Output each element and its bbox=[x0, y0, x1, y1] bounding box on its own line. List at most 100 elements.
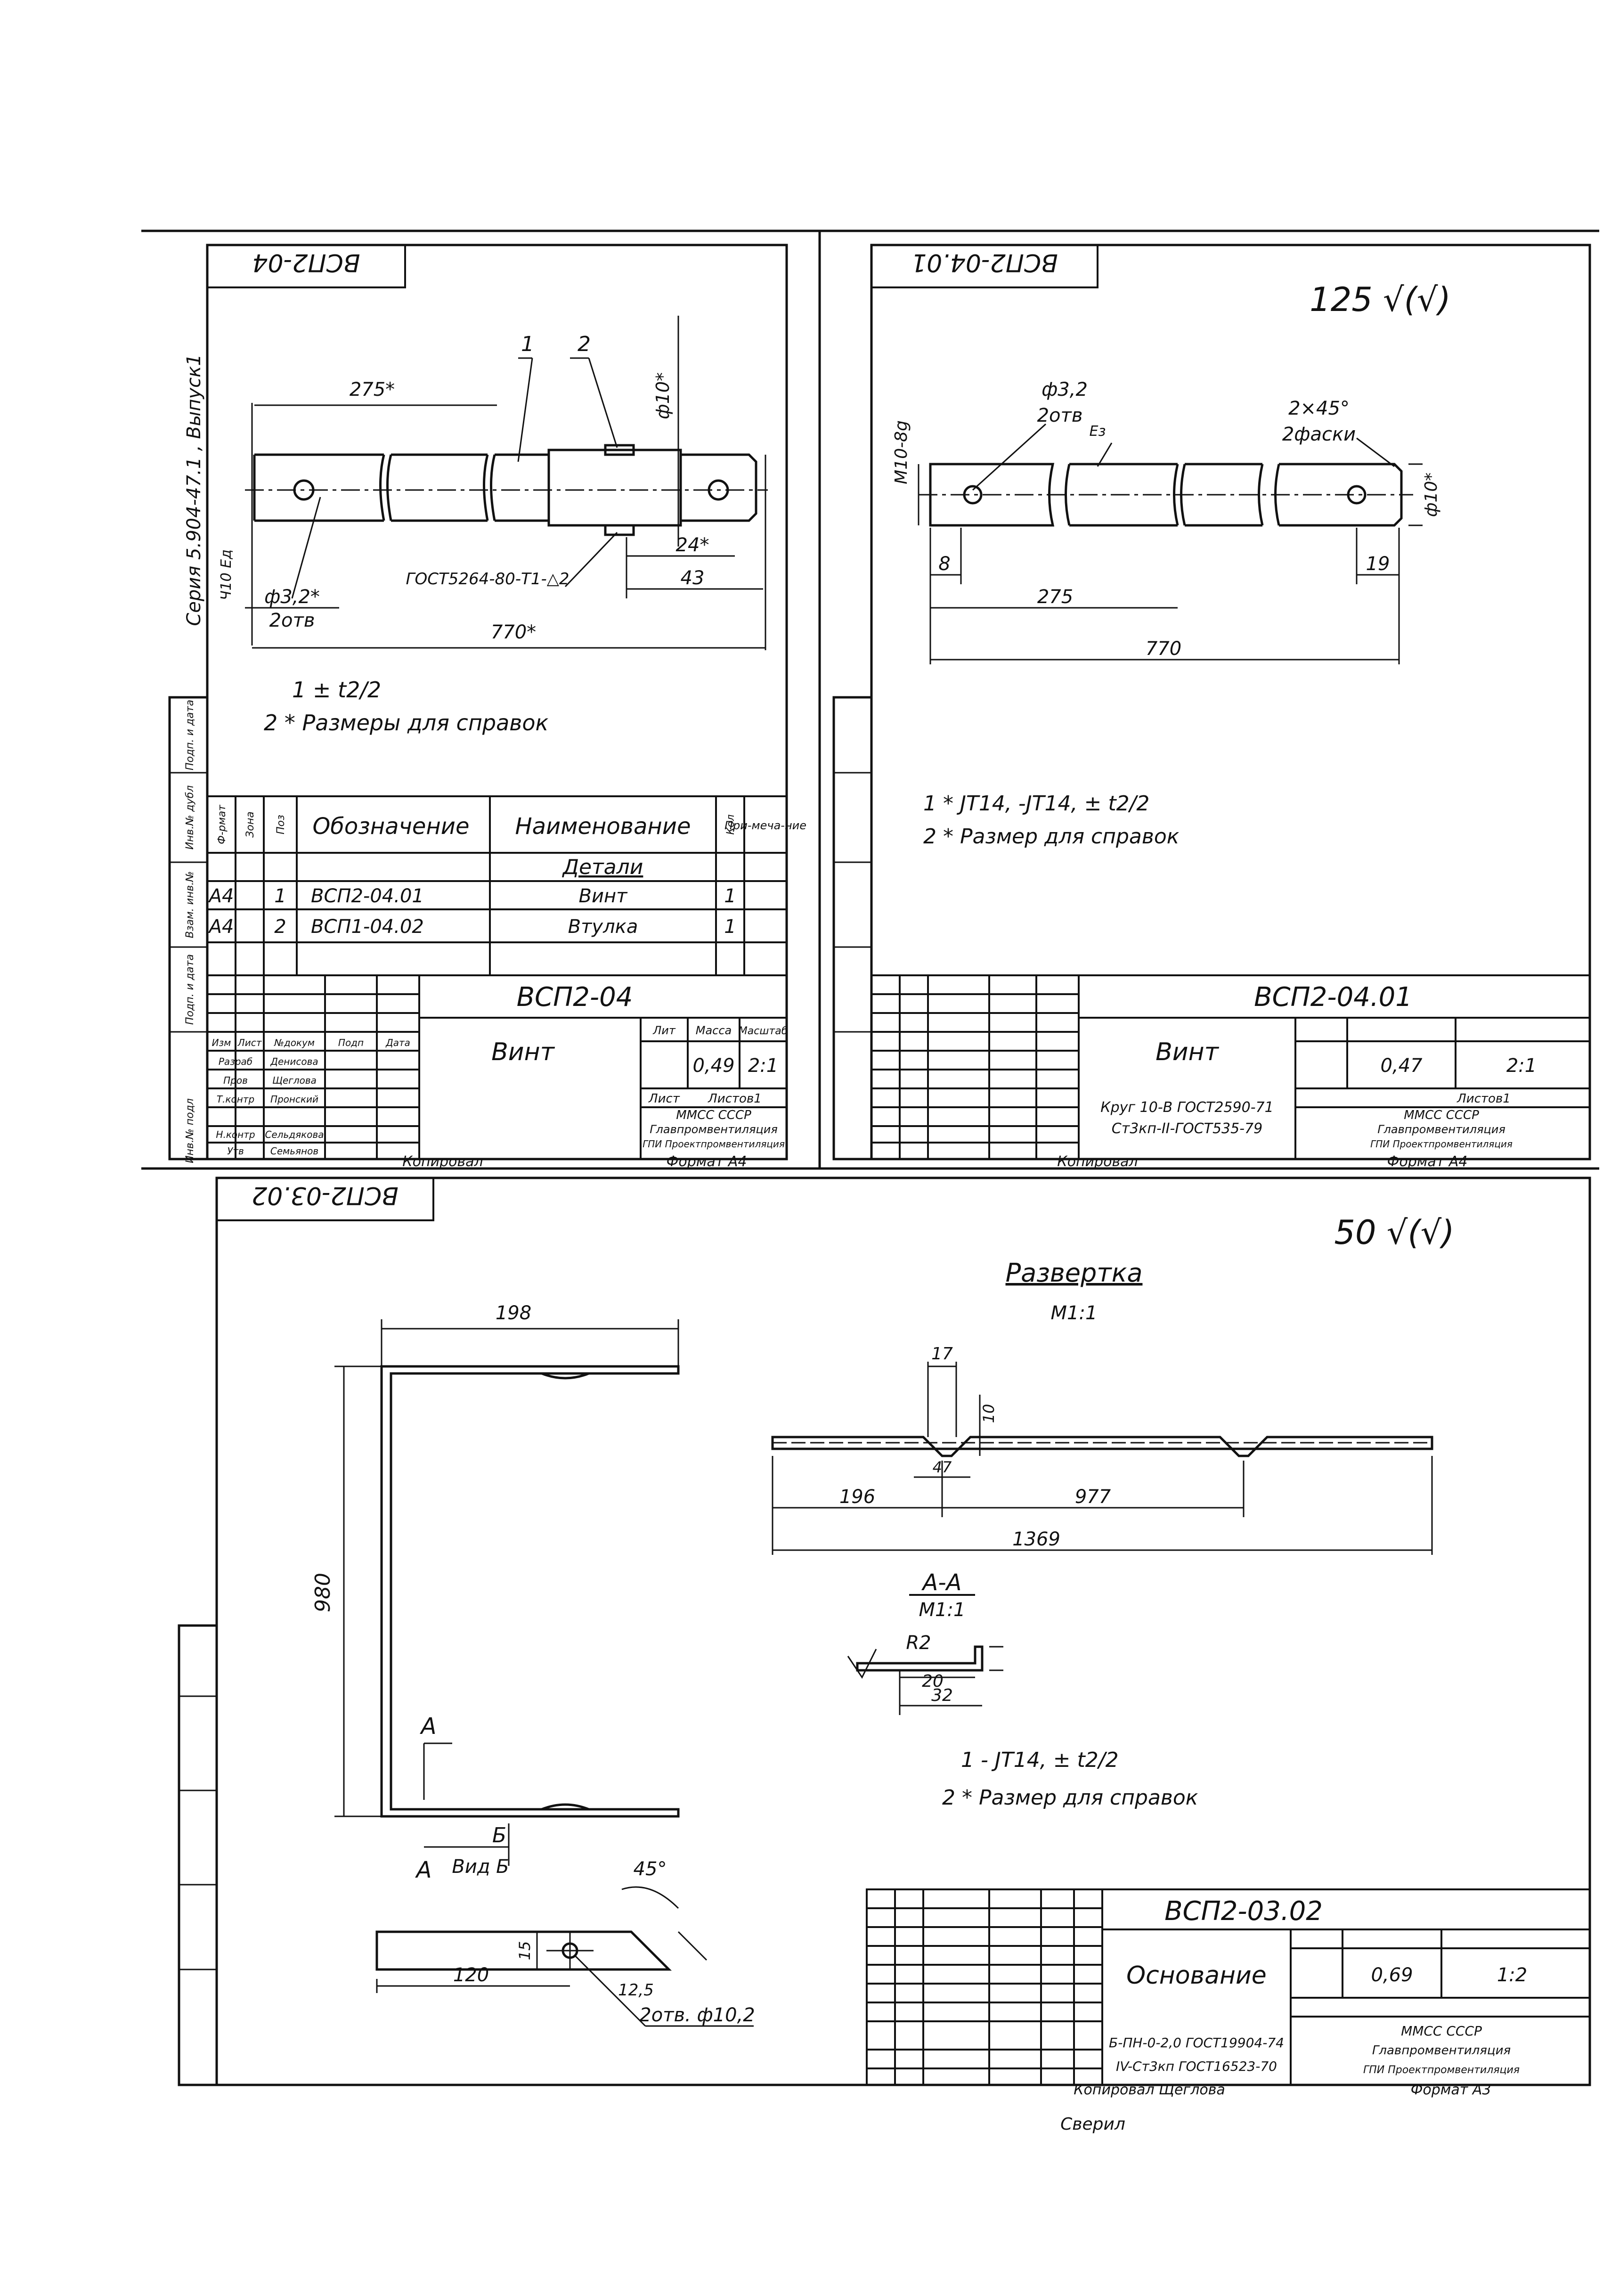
dim-980: 980 bbox=[311, 1573, 335, 1612]
dim-d10: ф10* bbox=[652, 372, 673, 419]
title-code: ВСП2-03.02 bbox=[1164, 1896, 1323, 1927]
flat-scale: М1:1 bbox=[1051, 1302, 1098, 1324]
sheet-b-frame bbox=[870, 244, 1591, 1160]
view-b: Б bbox=[492, 1823, 506, 1847]
name-razrab: Денисова bbox=[270, 1056, 318, 1067]
chamfer-label: 2×45° bbox=[1288, 398, 1350, 419]
dim-196: 196 bbox=[839, 1486, 875, 1508]
holes-label: 2отв. ф10,2 bbox=[639, 2004, 755, 2026]
note-1: 1 * JT14, -JT14, ± t2/2 bbox=[923, 792, 1149, 816]
dim-43: 43 bbox=[681, 567, 705, 589]
role-sign: Подп bbox=[338, 1037, 364, 1048]
side-label-2: Подп. и дата bbox=[184, 954, 196, 1025]
material-2: Ст3кп-II-ГОСТ535-79 bbox=[1112, 1120, 1262, 1137]
title-name: Винт bbox=[1155, 1038, 1219, 1066]
view-b-label: Вид Б bbox=[452, 1856, 509, 1878]
sheet-a: ВСП2-04 Серия 5.904-47.1 , Выпуск1 bbox=[183, 244, 806, 1170]
copied-label: Копировал bbox=[402, 1153, 483, 1170]
dim-17: 17 bbox=[931, 1344, 953, 1364]
note-1: 1 - JT14, ± t2/2 bbox=[961, 1748, 1119, 1772]
sheet-c-roughness: 50 √(√) bbox=[1334, 1213, 1454, 1252]
name-prov: Щеглова bbox=[272, 1075, 317, 1086]
copied-label: Копировал bbox=[1057, 1153, 1138, 1170]
dim-8: 8 bbox=[938, 553, 950, 575]
mass-label: Масса bbox=[696, 1024, 732, 1037]
dim-15: 15 bbox=[516, 1941, 534, 1961]
dim-47: 47 bbox=[933, 1458, 952, 1476]
org-2: Главпромвентиляция bbox=[1377, 1123, 1505, 1136]
scale-label: Масштаб bbox=[739, 1025, 788, 1037]
side-mark: Ч10 Ед bbox=[218, 549, 235, 600]
spec-row-1-name: Винт bbox=[579, 885, 628, 907]
dim-24: 24* bbox=[676, 534, 709, 556]
name-utv: Семьянов bbox=[270, 1145, 318, 1157]
scale-value: 2:1 bbox=[1506, 1055, 1537, 1077]
dim-275: 275 bbox=[1037, 586, 1073, 608]
role-prov: Пров bbox=[223, 1075, 248, 1086]
dim-d10: ф10* bbox=[1422, 473, 1441, 517]
title-name: Винт bbox=[491, 1038, 555, 1066]
sheet-b: ВСП2-04.01 125 √(√) М10-8g bbox=[871, 244, 1591, 1170]
view-a-top: А bbox=[420, 1713, 437, 1740]
spec-header-designation: Обозначение bbox=[312, 813, 469, 840]
scale-value: 1:2 bbox=[1497, 1964, 1527, 1986]
org-1: ММСС СССР bbox=[1404, 1108, 1479, 1122]
sheets-label: Листов1 bbox=[1457, 1092, 1511, 1106]
org-2: Главпромвентиляция bbox=[1372, 2043, 1511, 2058]
signature: Сверил bbox=[1060, 2115, 1125, 2134]
dim-19: 19 bbox=[1366, 553, 1390, 575]
sheet-label: Лист bbox=[648, 1092, 680, 1106]
balloon-2: 2 bbox=[578, 332, 591, 356]
role-doc: №докум bbox=[274, 1037, 315, 1048]
spec-row-1-pos: 1 bbox=[274, 885, 286, 907]
material-2: IV-Ст3кп ГОСТ16523-70 bbox=[1116, 2059, 1277, 2074]
role-izm: Изм bbox=[212, 1037, 231, 1048]
side-label-5: Подп. и дата bbox=[184, 700, 196, 770]
role-tkontr: Т.контр bbox=[217, 1094, 254, 1105]
hole-callout-mark: Ез bbox=[1090, 423, 1106, 440]
spec-row-2-name: Втулка bbox=[568, 916, 638, 938]
hole-callout: ф3,2 bbox=[1042, 379, 1088, 400]
dim-1369: 1369 bbox=[1012, 1528, 1060, 1550]
section-title: А-А bbox=[921, 1569, 962, 1596]
spec-header-name: Наименование bbox=[515, 813, 691, 840]
org-3: ГПИ Проектпромвентиляция bbox=[643, 1138, 785, 1150]
title-code: ВСП2-04 bbox=[517, 982, 633, 1013]
thread-label: М10-8g bbox=[892, 420, 911, 484]
spec-row-2-format: А4 bbox=[208, 916, 234, 938]
spec-header-format: Ф-рмат bbox=[216, 804, 228, 844]
note-2: 2 * Размеры для справок bbox=[264, 710, 549, 735]
lit-label: Лит bbox=[652, 1024, 676, 1037]
name-tkontr: Пронский bbox=[270, 1094, 318, 1105]
note-1: 1 ± t2/2 bbox=[292, 677, 381, 703]
spec-row-1-format: А4 bbox=[208, 885, 234, 907]
spec-row-2-qty: 1 bbox=[724, 916, 736, 938]
weld-note: ГОСТ5264-80-Т1-△2 bbox=[406, 570, 570, 588]
note-2: 2 * Размер для справок bbox=[942, 1786, 1198, 1810]
dim-275: 275* bbox=[350, 379, 395, 400]
sheet-c-stamp: ВСП2-03.02 bbox=[252, 1181, 399, 1209]
role-utv: Утв bbox=[227, 1145, 244, 1157]
sheet-b-roughness: 125 √(√) bbox=[1310, 280, 1451, 319]
format-label: Формат А3 bbox=[1411, 2082, 1491, 2098]
scale-value: 2:1 bbox=[748, 1055, 778, 1077]
dim-12-5: 12,5 bbox=[618, 1981, 654, 2000]
name-nkontr: Сельдякова bbox=[265, 1129, 324, 1140]
spec-row-2-pos: 2 bbox=[274, 916, 286, 938]
role-list: Лист bbox=[237, 1037, 262, 1048]
section-scale: М1:1 bbox=[919, 1599, 966, 1621]
format-label: Формат А4 bbox=[1387, 1153, 1468, 1170]
side-label-3: Взам. инв.№ bbox=[184, 871, 196, 938]
spec-header-qty: Кол bbox=[725, 814, 737, 834]
sheet-a-stamp: ВСП2-04 bbox=[252, 248, 360, 277]
org-1: ММСС СССР bbox=[676, 1108, 751, 1122]
dim-32: 32 bbox=[931, 1686, 953, 1705]
spec-row-1-qty: 1 bbox=[724, 885, 736, 907]
org-3: ГПИ Проектпромвентиляция bbox=[1370, 1138, 1513, 1150]
hole-callout-count: 2отв bbox=[269, 610, 315, 631]
flat-title: Развертка bbox=[1006, 1258, 1143, 1288]
side-label-1: Инв.№ подл bbox=[184, 1098, 196, 1163]
chamfer-count: 2фаски bbox=[1282, 424, 1356, 445]
title-name: Основание bbox=[1126, 1961, 1267, 1990]
series-label: Серия 5.904-47.1 , Выпуск1 bbox=[183, 354, 205, 626]
